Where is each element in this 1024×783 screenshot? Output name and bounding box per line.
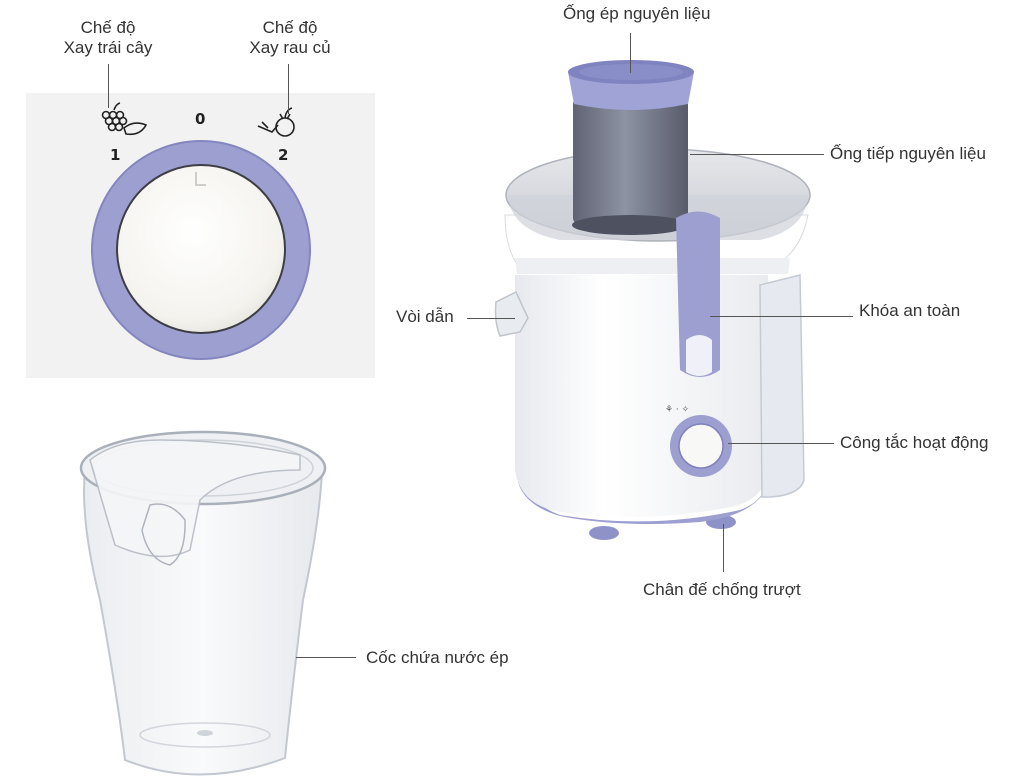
- callout-feed-tube: Ống tiếp nguyên liệu: [830, 144, 986, 163]
- leader-line-power-switch: [728, 443, 834, 444]
- svg-text:⚘ · ✧: ⚘ · ✧: [665, 405, 690, 415]
- dial-position-1: 1: [110, 146, 120, 164]
- leader-line-juice-jug: [296, 657, 356, 658]
- switch-knob: [678, 423, 724, 469]
- callout-anti-slip-feet: Chân đế chống trượt: [643, 580, 801, 599]
- motor-base: [515, 275, 768, 517]
- safety-lock-arm: [676, 211, 720, 377]
- callout-mode-veg-line1: Chế độ: [262, 18, 318, 37]
- leader-line-pusher: [630, 33, 631, 73]
- callout-mode-fruit: Chế độ Xay trái cây: [45, 18, 171, 58]
- leader-line-anti-slip-feet: [723, 524, 724, 572]
- callout-mode-veg: Chế độ Xay rau củ: [235, 18, 345, 58]
- leader-line-feed-tube: [690, 154, 824, 155]
- leader-line-spout: [467, 318, 515, 319]
- callout-mode-fruit-line1: Chế độ: [80, 18, 136, 37]
- callout-juice-jug: Cốc chứa nước ép: [366, 648, 509, 667]
- dial-position-2: 2: [278, 146, 288, 164]
- leader-line-veg-mode: [288, 64, 289, 114]
- spout: [494, 290, 529, 337]
- callout-power-switch: Công tắc hoạt động: [840, 433, 989, 452]
- callout-safety-lock: Khóa an toàn: [859, 301, 961, 320]
- dial-knob: [116, 164, 286, 334]
- dial-closeup-panel: 0 1 2: [26, 93, 375, 378]
- juicer-machine: ⚘ · ✧: [494, 60, 811, 540]
- juice-jug: [79, 430, 327, 776]
- callout-pusher: Ống ép nguyên liệu: [563, 4, 711, 23]
- grapes-fruit-icon: [101, 102, 148, 136]
- callout-mode-veg-line2: Xay rau củ: [249, 38, 331, 57]
- feed-tube: [573, 98, 688, 224]
- leader-line-safety-lock: [710, 316, 853, 317]
- pulp-container: [759, 274, 805, 498]
- callout-mode-fruit-line2: Xay trái cây: [63, 38, 153, 57]
- carrot-vegetable-icon: [257, 107, 295, 137]
- dial-position-0: 0: [195, 110, 205, 128]
- leader-line-fruit-mode: [108, 64, 109, 108]
- callout-spout: Vòi dẫn: [396, 307, 454, 326]
- foot-left: [589, 526, 619, 540]
